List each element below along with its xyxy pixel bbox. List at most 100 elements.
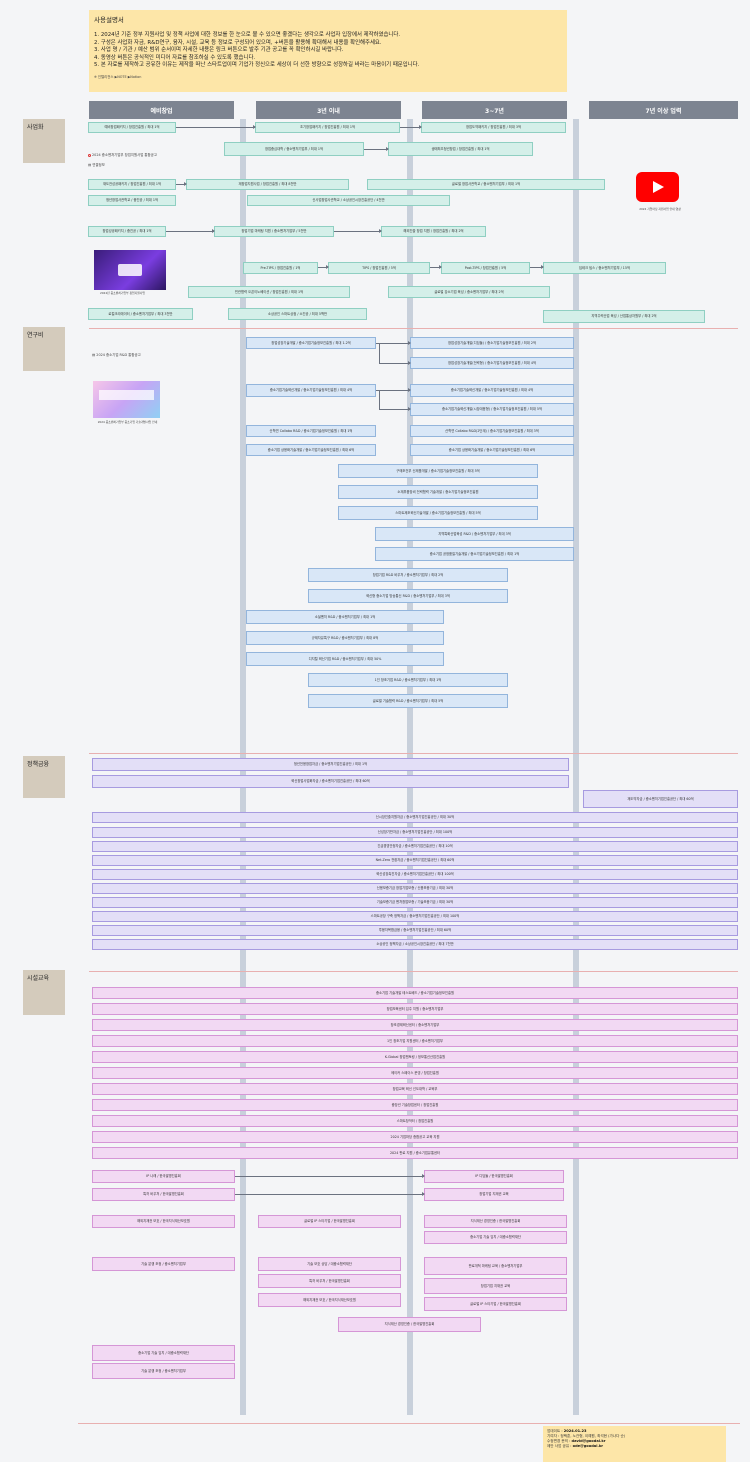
program-box[interactable]: 혁신성장촉진자금 / 중소벤처기업진흥공단 / 최대 100억: [92, 869, 738, 880]
program-box[interactable]: 글로벌 IP 스타기업 / 한국발명진흥회: [258, 1215, 401, 1228]
program-box[interactable]: 특허 바우처 / 한국발명진흥회: [92, 1188, 235, 1201]
program-box[interactable]: Net-Zero 전환자금 / 중소벤처기업진흥공단 / 최대 60억: [92, 855, 738, 866]
program-box[interactable]: 창업기업 지재권 교육: [424, 1278, 567, 1294]
flow-arrow: [334, 229, 382, 233]
program-box[interactable]: 해외지재권 보호 / 한국지식재산보호원: [258, 1293, 401, 1307]
section-label-rnd: 연구비: [23, 327, 65, 371]
program-box[interactable]: 구매조건부 신제품개발 / 중소기업기술정보진흥원 / 최대 5억: [338, 464, 538, 478]
program-box[interactable]: 지식재산 경영인증 / 한국발명진흥회: [424, 1215, 567, 1228]
program-box[interactable]: 스마트공장 구축 정책자금 / 중소벤처기업진흥공단 / 최대 100억: [92, 911, 738, 922]
program-box[interactable]: 중소기업 상용화기술개발 / 중소기업기술정보진흥원 / 최대 6억: [410, 444, 574, 456]
program-box[interactable]: 재도전성공패키지 / 창업진흥원 / 최대 1억: [88, 179, 176, 190]
program-box[interactable]: 기술 분쟁 조정 / 중소벤처기업부: [92, 1363, 235, 1379]
program-box[interactable]: 중소기업기술혁신개발 / 중소기업기술정보진흥원 / 최대 4억: [246, 384, 376, 397]
program-box[interactable]: 소재부품장비 전략협력 기술개발 / 중소기업기술정보진흥원: [338, 485, 538, 499]
program-box[interactable]: 기술 보호 상담 / 대중소협력재단: [258, 1257, 401, 1271]
program-box[interactable]: 산학연 Collabo R&D(2단계) / 중소기업기술정보진흥원 / 최대 …: [410, 425, 574, 437]
program-box[interactable]: 메이커 스페이스 운영 / 창업진흥원: [92, 1067, 738, 1079]
program-box[interactable]: 2024 판로 지원 / 중소기업유통센터: [92, 1147, 738, 1159]
program-box[interactable]: 지역특화산업육성 R&D / 중소벤처기업부 / 최대 3억: [375, 527, 574, 541]
note-commercial-announce[interactable]: 2024 중소벤처기업부 창업지원사업 통합공고: [88, 152, 157, 157]
program-box[interactable]: 창업보육센터 입주 지원 / 중소벤처기업부: [92, 1003, 738, 1015]
email-link[interactable]: david@goodai.kr: [571, 1439, 606, 1443]
program-box[interactable]: 창업성장기술개발(디딤돌) / 중소기업기술정보진흥원 / 최대 2억: [410, 337, 574, 349]
footer-contact2[interactable]: 제안 사업 공유 : ode@goodai.kr: [547, 1444, 603, 1448]
program-box[interactable]: 글로벌 IP 스타기업 / 한국발명진흥회: [424, 1297, 567, 1311]
program-box[interactable]: 지식재산 경영인증 / 한국발명진흥회: [338, 1317, 481, 1332]
program-box[interactable]: IP 디딤돌 / 한국발명진흥회: [424, 1170, 564, 1183]
program-box[interactable]: 중소기업 기술 임치 / 대중소협력재단: [92, 1345, 235, 1361]
program-box[interactable]: 소상공인 스마트상점 / 소진공 / 최대 5백만: [228, 308, 367, 320]
note-linked-info[interactable]: ▤ 연결정보: [88, 162, 105, 167]
program-box[interactable]: 생애최초청년창업 / 창업진흥원 / 최대 1억: [388, 142, 533, 156]
program-box[interactable]: 신용보증기금 창업기업보증 / 신용보증기금 / 최대 30억: [92, 883, 738, 894]
program-box[interactable]: TIPS / 창업진흥원 / 5억: [328, 262, 430, 274]
program-box[interactable]: 창업성공패키지 / 중진공 / 최대 1억: [88, 226, 166, 237]
email-link[interactable]: ode@goodai.kr: [572, 1444, 603, 1448]
program-box[interactable]: 신사업창업사관학교 / 소상공인시장진흥공단 / 4천만: [247, 195, 450, 206]
program-box[interactable]: 판로개척 마케팅 교육 / 중소벤처기업부: [424, 1257, 567, 1275]
program-box[interactable]: 중소기업 공정품질기술개발 / 중소기업기술정보진흥원 / 최대 1억: [375, 547, 574, 561]
footer-contact1[interactable]: 수정변경 문의 : david@goodai.kr: [547, 1439, 606, 1443]
program-box[interactable]: 창업교육 혁신 선도대학 / 교육부: [92, 1083, 738, 1095]
program-box[interactable]: 스마트제조혁신기술개발 / 중소기업기술정보진흥원 / 최대 5억: [338, 506, 538, 520]
program-box[interactable]: 해외지재권 보호 / 한국지식재산보호원: [92, 1215, 235, 1228]
program-box[interactable]: 기술 분쟁 조정 / 중소벤처기업부: [92, 1257, 235, 1271]
program-box[interactable]: 산학연 Collabo R&D / 중소기업기술정보진흥원 / 최대 1억: [246, 425, 376, 437]
program-box[interactable]: 디지털 혁신기업 R&D / 중소벤처기업부 / 최대 50%: [246, 652, 444, 666]
program-box[interactable]: 신시장진출지원자금 / 중소벤처기업진흥공단 / 최대 30억: [92, 812, 738, 823]
program-box[interactable]: 중소기업 상용화기술개발 / 중소기업기술정보진흥원 / 최대 6억: [246, 444, 376, 456]
program-box[interactable]: Pre-TIPS / 창업진흥원 / 1억: [243, 262, 318, 274]
program-box[interactable]: 창업기업 마케팅 지원 / 중소벤처기업부 / 5천만: [214, 226, 334, 237]
program-box[interactable]: 혁신창업사업화자금 / 중소벤처기업진흥공단 / 최대 60억: [92, 775, 569, 788]
program-box[interactable]: 청년창업사관학교 / 중진공 / 최대 1억: [88, 195, 176, 206]
program-box[interactable]: 지역주력산업 육성 / 산업통상자원부 / 최대 2억: [543, 310, 705, 323]
program-box[interactable]: 창조경제혁신센터 / 중소벤처기업부: [92, 1019, 738, 1031]
program-box[interactable]: 2024 기업마당 종합공고 교육 지원: [92, 1131, 738, 1143]
program-box[interactable]: 기술보증기금 벤처창업보증 / 기술보증기금 / 최대 30억: [92, 897, 738, 908]
program-box[interactable]: 중장년 기술창업센터 / 창업진흥원: [92, 1099, 738, 1111]
youtube-icon[interactable]: [636, 172, 679, 202]
program-box[interactable]: 재도약자금 / 중소벤처기업진흥공단 / 최대 60억: [583, 790, 738, 808]
program-box[interactable]: 해외진출 창업 지원 / 창업진흥원 / 최대 2억: [381, 226, 486, 237]
program-box[interactable]: 투융자복합금융 / 중소벤처기업진흥공단 / 최대 60억: [92, 925, 738, 936]
note-text: 연결정보: [92, 163, 105, 167]
program-box[interactable]: 중소기업기술혁신개발 / 중소기업기술정보진흥원 / 최대 4억: [410, 384, 574, 397]
program-box[interactable]: 1인 창조기업 지원센터 / 중소벤처기업부: [92, 1035, 738, 1047]
program-box[interactable]: 예비창업패키지 / 창업진흥원 / 최대 1억: [88, 122, 176, 133]
program-box[interactable]: 중소기업 기술개발 테스트베드 / 중소기업기술정보진흥원: [92, 987, 738, 999]
program-box[interactable]: K-Global 창업멘토링 / 정보통신산업진흥원: [92, 1051, 738, 1063]
program-box[interactable]: 중소기업기술혁신개발(시장대응형) / 중소기업기술정보진흥원 / 최대 5억: [410, 403, 574, 416]
program-box[interactable]: 혁신형 중소기업 방송통신 R&D / 중소벤처기업부 / 최대 3억: [308, 589, 508, 603]
program-box[interactable]: 창업성장기술개발 / 중소기업기술정보진흥원 / 최대 1.2억: [246, 337, 376, 349]
program-box[interactable]: Post-TIPS / 창업진흥원 / 5억: [441, 262, 530, 274]
column-header-pre-startup: 예비창업: [89, 101, 234, 119]
program-box[interactable]: 소셜벤처 R&D / 중소벤처기업부 / 최대 1억: [246, 610, 444, 624]
program-box[interactable]: 로컬크리에이터 / 중소벤처기업부 / 최대 3천만: [88, 308, 193, 320]
program-box[interactable]: 창업도약패키지 / 창업진흥원 / 최대 3억: [421, 122, 566, 133]
program-box[interactable]: 신성장기반자금 / 중소벤처기업진흥공단 / 최대 100억: [92, 827, 738, 838]
program-box[interactable]: 창업성장기술개발(전략형) / 중소기업기술정보진흥원 / 최대 4억: [410, 357, 574, 369]
program-box[interactable]: 글로벌 창업사관학교 / 중소벤처기업부 / 최대 1억: [367, 179, 605, 190]
program-box[interactable]: 창업기업 R&D 바우처 / 중소벤처기업부 / 최대 2억: [308, 568, 508, 582]
video-thumbnail[interactable]: [93, 381, 160, 418]
program-box[interactable]: 재창업지원사업 / 창업진흥원 / 최대 8천만: [186, 179, 349, 190]
program-box[interactable]: 특허 바우처 / 한국발명진흥회: [258, 1274, 401, 1288]
program-box[interactable]: 창업중심대학 / 중소벤처기업부 / 최대 1억: [224, 142, 364, 156]
program-box[interactable]: 규제자유특구 R&D / 중소벤처기업부 / 최대 8억: [246, 631, 444, 645]
program-box[interactable]: 중소기업 기술 임치 / 대중소협력재단: [424, 1231, 567, 1244]
program-box[interactable]: 글로벌 기술협력 R&D / 중소벤처기업부 / 최대 5억: [308, 694, 508, 708]
program-box[interactable]: 딥테크 팁스 / 중소벤처기업부 / 15억: [543, 262, 666, 274]
program-box[interactable]: 소상공인 정책자금 / 소상공인시장진흥공단 / 최대 7천만: [92, 939, 738, 950]
video-thumbnail[interactable]: [94, 250, 166, 290]
program-box[interactable]: 초기창업패키지 / 창업진흥원 / 최대 1억: [255, 122, 400, 133]
program-box[interactable]: 글로벌 강소기업 육성 / 중소벤처기업부 / 최대 2억: [388, 286, 550, 298]
program-box[interactable]: 1인 창조기업 R&D / 중소벤처기업부 / 최대 1억: [308, 673, 508, 687]
note-rnd-announce[interactable]: ▤ 2024 중소기업 R&D 통합공고: [92, 352, 141, 357]
program-box[interactable]: 긴급경영안정자금 / 중소벤처기업진흥공단 / 최대 10억: [92, 841, 738, 852]
program-box[interactable]: IP 나래 / 한국발명진흥회: [92, 1170, 235, 1183]
program-box[interactable]: 창업기업 지재권 교육: [424, 1188, 564, 1201]
program-box[interactable]: 청년전용창업자금 / 중소벤처기업진흥공단 / 최대 1억: [92, 758, 569, 771]
program-box[interactable]: 스마트창작터 / 창업진흥원: [92, 1115, 738, 1127]
program-box[interactable]: 민관협력 오픈이노베이션 / 창업진흥원 / 최대 1억: [188, 286, 350, 298]
